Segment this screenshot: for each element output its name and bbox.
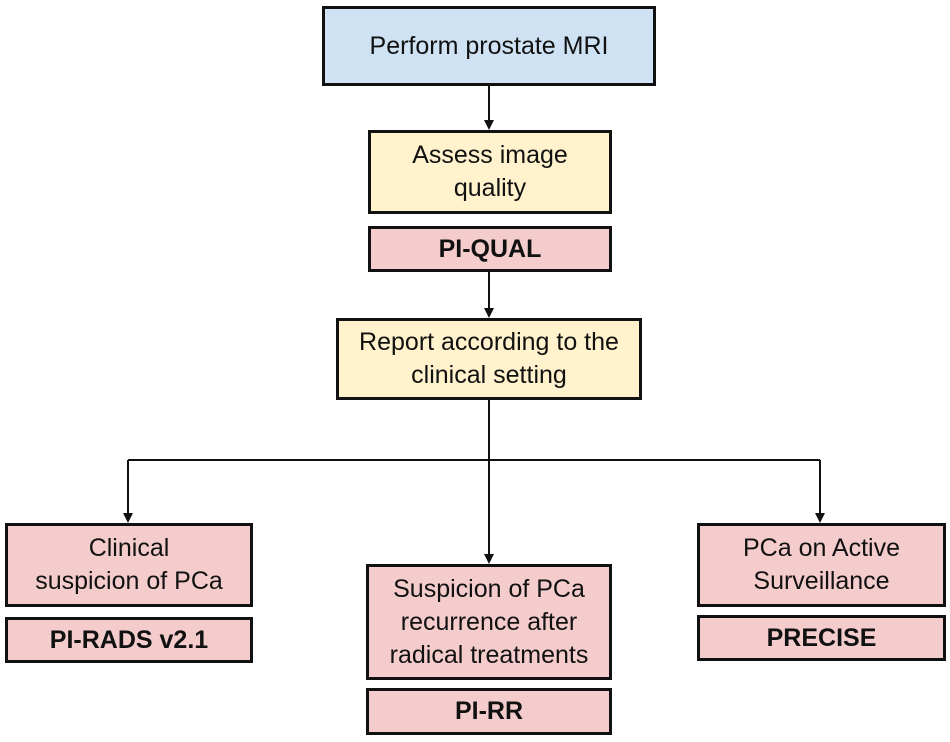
node-pi-rr-label: PI-RR [454, 697, 524, 725]
node-pi-rads-label: PI-RADS v2.1 [49, 625, 209, 654]
node-active-surveillance-line-2: Surveillance [753, 567, 890, 595]
node-pi-rr: PI-RR [366, 688, 612, 735]
node-assess-quality: Assess image quality [368, 130, 612, 214]
node-report-setting: Report according to the clinical setting [336, 318, 642, 400]
node-clinical-suspicion: Clinical suspicion of PCa [5, 523, 253, 607]
node-recurrence-line-1: Suspicion of PCa [393, 574, 585, 603]
node-recurrence-line-2: recurrence after [400, 607, 578, 636]
node-precise: PRECISE [697, 615, 946, 661]
node-pi-rads: PI-RADS v2.1 [5, 617, 253, 663]
node-active-surveillance: PCa on Active Surveillance [697, 523, 946, 607]
node-assess-quality-line-2: quality [453, 174, 527, 202]
node-pi-qual: PI-QUAL [368, 226, 612, 272]
node-active-surveillance-line-1: PCa on Active [742, 534, 901, 562]
node-precise-label: PRECISE [766, 623, 877, 652]
node-recurrence-line-3: radical treatments [389, 640, 589, 669]
node-clinical-suspicion-line-2: suspicion of PCa [35, 567, 223, 595]
node-report-setting-line-1: Report according to the [359, 328, 619, 356]
node-assess-quality-line-1: Assess image [412, 141, 568, 169]
node-pi-qual-label: PI-QUAL [438, 234, 542, 263]
node-recurrence: Suspicion of PCa recurrence after radica… [366, 564, 612, 680]
node-clinical-suspicion-line-1: Clinical [88, 534, 170, 562]
node-perform-mri-label: Perform prostate MRI [369, 31, 609, 60]
node-perform-mri: Perform prostate MRI [322, 6, 656, 86]
node-report-setting-line-2: clinical setting [411, 361, 567, 389]
